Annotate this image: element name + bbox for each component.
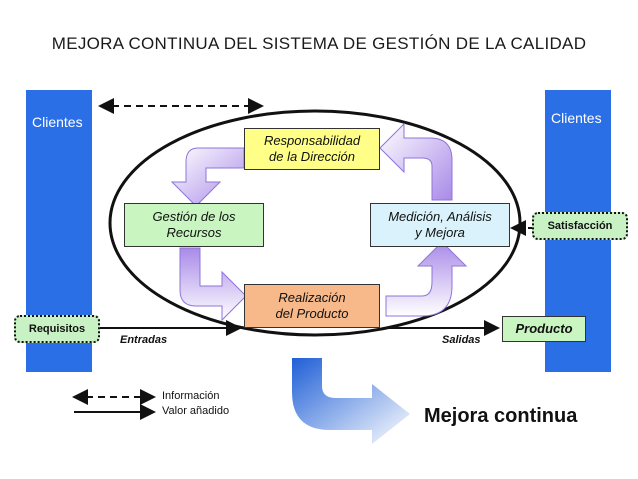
box-medicion-line2: y Mejora xyxy=(415,225,465,240)
box-gestion-line2: Recursos xyxy=(166,225,222,240)
right-clients-label: Clientes xyxy=(551,110,602,126)
box-responsabilidad-line1: Responsabilidad xyxy=(263,132,361,148)
tag-requisitos: Requisitos xyxy=(14,315,100,343)
label-salidas: Salidas xyxy=(442,334,481,346)
box-realizacion-line2: del Producto xyxy=(275,306,349,321)
box-realizacion-line1: Realización xyxy=(278,289,346,305)
box-medicion-line1: Medición, Análisis xyxy=(388,208,492,224)
arrow-realizacion-to-medicion xyxy=(385,241,468,317)
arrow-medicion-to-responsabilidad xyxy=(379,122,453,201)
mejora-continua-arrow xyxy=(292,358,410,444)
tag-satisfaccion: Satisfacción xyxy=(532,212,628,240)
box-producto: Producto xyxy=(502,316,586,342)
legend-valor: Valor añadido xyxy=(162,405,230,417)
box-responsabilidad-line2: de la Dirección xyxy=(269,149,355,164)
arrow-gestion-to-realizacion xyxy=(179,247,247,322)
arrow-responsabilidad-to-gestion xyxy=(170,147,245,207)
mejora-continua-label: Mejora continua xyxy=(424,405,578,427)
label-entradas: Entradas xyxy=(120,334,168,346)
legend-informacion: Información xyxy=(162,390,220,402)
page-title: MEJORA CONTINUA DEL SISTEMA DE GESTIÓN D… xyxy=(51,34,587,53)
box-gestion-line1: Gestión de los xyxy=(152,208,236,224)
left-clients-label: Clientes xyxy=(32,114,83,130)
